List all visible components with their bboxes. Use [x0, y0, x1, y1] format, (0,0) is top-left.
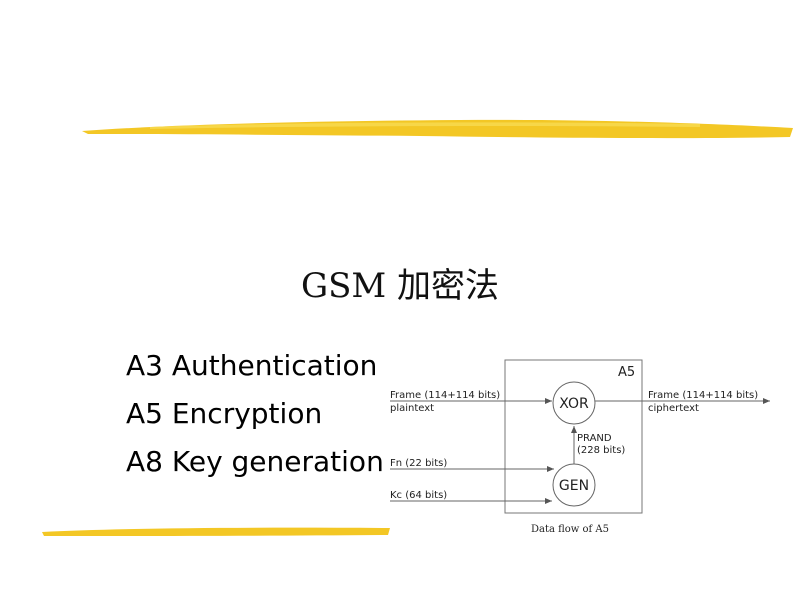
kc-label: Kc (64 bits) — [390, 490, 447, 501]
bullet-list: A3 Authentication A5 Encryption A8 Key g… — [126, 342, 384, 486]
xor-label: XOR — [559, 396, 589, 412]
bullet-a5: A5 Encryption — [126, 390, 384, 438]
fn-label: Fn (22 bits) — [390, 458, 447, 469]
gen-label: GEN — [559, 478, 589, 494]
bullet-a3: A3 Authentication — [126, 342, 384, 390]
slide-title: GSM 加密法 — [200, 262, 600, 310]
input-frame-label: Frame (114+114 bits) — [390, 390, 500, 401]
bottom-brush-stroke — [42, 528, 390, 536]
prand-label: PRAND — [577, 433, 612, 444]
prand-bits: (228 bits) — [577, 445, 625, 456]
output-frame-label: Frame (114+114 bits) — [648, 390, 758, 401]
output-frame-sub: ciphertext — [648, 403, 699, 414]
input-frame-sub: plaintext — [390, 403, 434, 414]
a5-dataflow-diagram: A5 Frame (114+114 bits) plaintext XOR Fr… — [380, 352, 780, 542]
diagram-caption: Data flow of A5 — [531, 524, 609, 535]
a5-box-label: A5 — [618, 365, 635, 380]
bullet-a8: A8 Key generation — [126, 438, 384, 486]
